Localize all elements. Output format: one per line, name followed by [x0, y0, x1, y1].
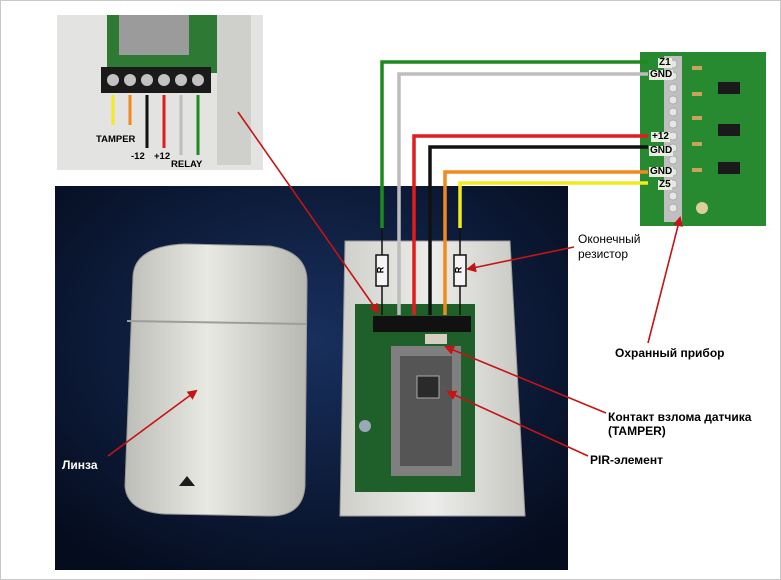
- detector-housing: [339, 240, 526, 517]
- tamper-contact-label-line2: (TAMPER): [608, 424, 666, 438]
- detector-photo: Линза: [55, 186, 568, 570]
- wire-orange-gnd: [443, 170, 648, 315]
- pir-element-label: PIR-элемент: [590, 453, 663, 467]
- arrow-lens: [107, 389, 198, 457]
- panel-terminal-gnd-3: GND: [649, 166, 674, 177]
- inset-relay-label: RELAY: [171, 159, 203, 170]
- inset-plus12-label: +12: [154, 151, 171, 162]
- wire-gray-gnd: [397, 72, 648, 315]
- inset-minus12-label: -12: [131, 151, 145, 162]
- arrow-end-resistor: [466, 246, 575, 273]
- end-resistor-label-line2: резистор: [578, 247, 628, 261]
- wire-black-gnd: [428, 145, 648, 315]
- resistor-right: [453, 254, 467, 287]
- arrow-inset-to-terminals: [237, 111, 380, 314]
- panel-terminal-z1: Z1: [658, 57, 672, 68]
- panel-terminal-gnd-2: GND: [649, 145, 674, 156]
- wire-yellow-z5: [458, 181, 648, 228]
- terminal-inset-drawing: [57, 15, 263, 170]
- terminal-inset-photo: TAMPER -12 +12 RELAY: [57, 15, 263, 170]
- resistor-left: [375, 254, 389, 287]
- arrow-pir: [446, 390, 589, 457]
- end-resistor-label-line1: Оконечный: [578, 232, 641, 246]
- panel-terminal-z5: Z5: [658, 179, 672, 190]
- inset-tamper-label: TAMPER: [96, 134, 136, 145]
- detector-photo-drawing: [55, 186, 568, 570]
- arrow-panel: [647, 216, 683, 344]
- arrow-tamper: [444, 345, 607, 414]
- panel-label: Охранный прибор: [615, 346, 725, 360]
- wire-green-z1: [380, 60, 648, 228]
- wire-red-plus12: [412, 134, 648, 315]
- resistor-right-mark: R: [453, 266, 464, 274]
- resistor-left-mark: R: [375, 266, 386, 274]
- lens-cover: [124, 243, 308, 517]
- panel-terminal-plus12: +12: [651, 131, 670, 142]
- lens-label: Линза: [62, 458, 98, 472]
- panel-terminal-gnd-1: GND: [649, 69, 674, 80]
- tamper-contact-label-line1: Контакт взлома датчика: [608, 410, 752, 424]
